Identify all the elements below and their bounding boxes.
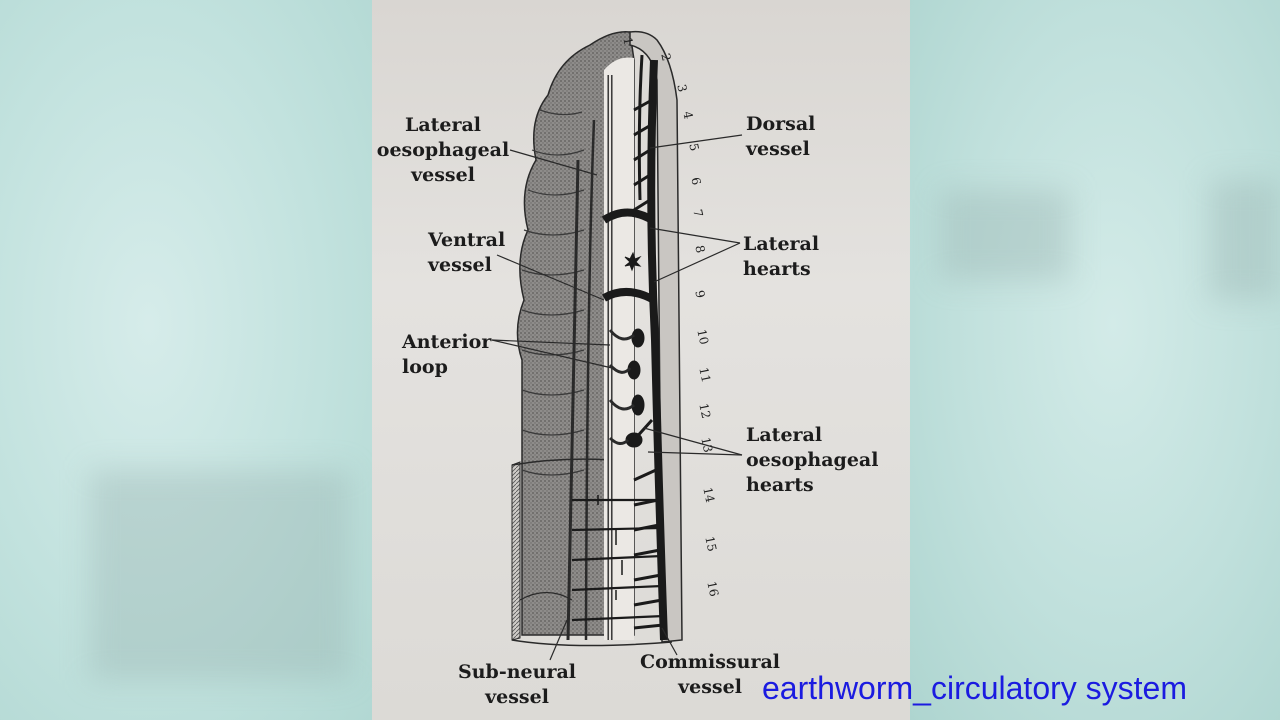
label-ventral-vessel: Ventral vessel — [428, 229, 506, 276]
label-lateral-oesophageal-hearts: Lateral oesophageal hearts — [746, 424, 879, 496]
label-anterior-loop: Anterior loop — [402, 331, 492, 378]
earthworm-illustration — [491, 30, 743, 661]
segment-number: 12 — [696, 402, 714, 420]
label-dorsal-vessel: Dorsal vessel — [746, 113, 816, 160]
background-right — [910, 0, 1280, 720]
commissural-vessels — [571, 498, 665, 622]
segment-number: 15 — [702, 535, 720, 553]
background-left — [0, 0, 372, 720]
segment-number: 11 — [696, 366, 714, 384]
anterior-loops — [608, 329, 635, 445]
sub-neural-vessel — [566, 159, 580, 641]
leader-lines — [491, 134, 743, 661]
dorsal-vessel — [647, 59, 668, 641]
lateral-oesophageal-vessel — [584, 119, 596, 641]
right-body-wall — [629, 30, 683, 643]
segment-number: 14 — [700, 486, 718, 504]
background-blur — [1210, 180, 1280, 300]
label-lateral-hearts: Lateral hearts — [743, 233, 820, 280]
segment-number: 13 — [698, 436, 716, 454]
background-blur — [90, 470, 350, 680]
video-caption: earthworm_circulatory system — [762, 670, 1187, 706]
background-blur — [940, 190, 1070, 280]
clitellum — [511, 461, 521, 641]
label-sub-neural-vessel: Sub-neural vessel — [458, 661, 576, 708]
segment-number: 16 — [704, 580, 722, 598]
diagram-page: 1 2 3 4 5 6 7 8 9 10 11 12 13 14 15 16 L… — [372, 0, 910, 720]
label-commissural-vessel: Commissural vessel — [640, 651, 780, 698]
segment-number: 10 — [694, 328, 712, 346]
label-lateral-oesophageal-vessel: Lateral oesophageal vessel — [376, 114, 510, 186]
segment-grooves — [521, 109, 585, 476]
lateral-hearts — [601, 208, 656, 448]
